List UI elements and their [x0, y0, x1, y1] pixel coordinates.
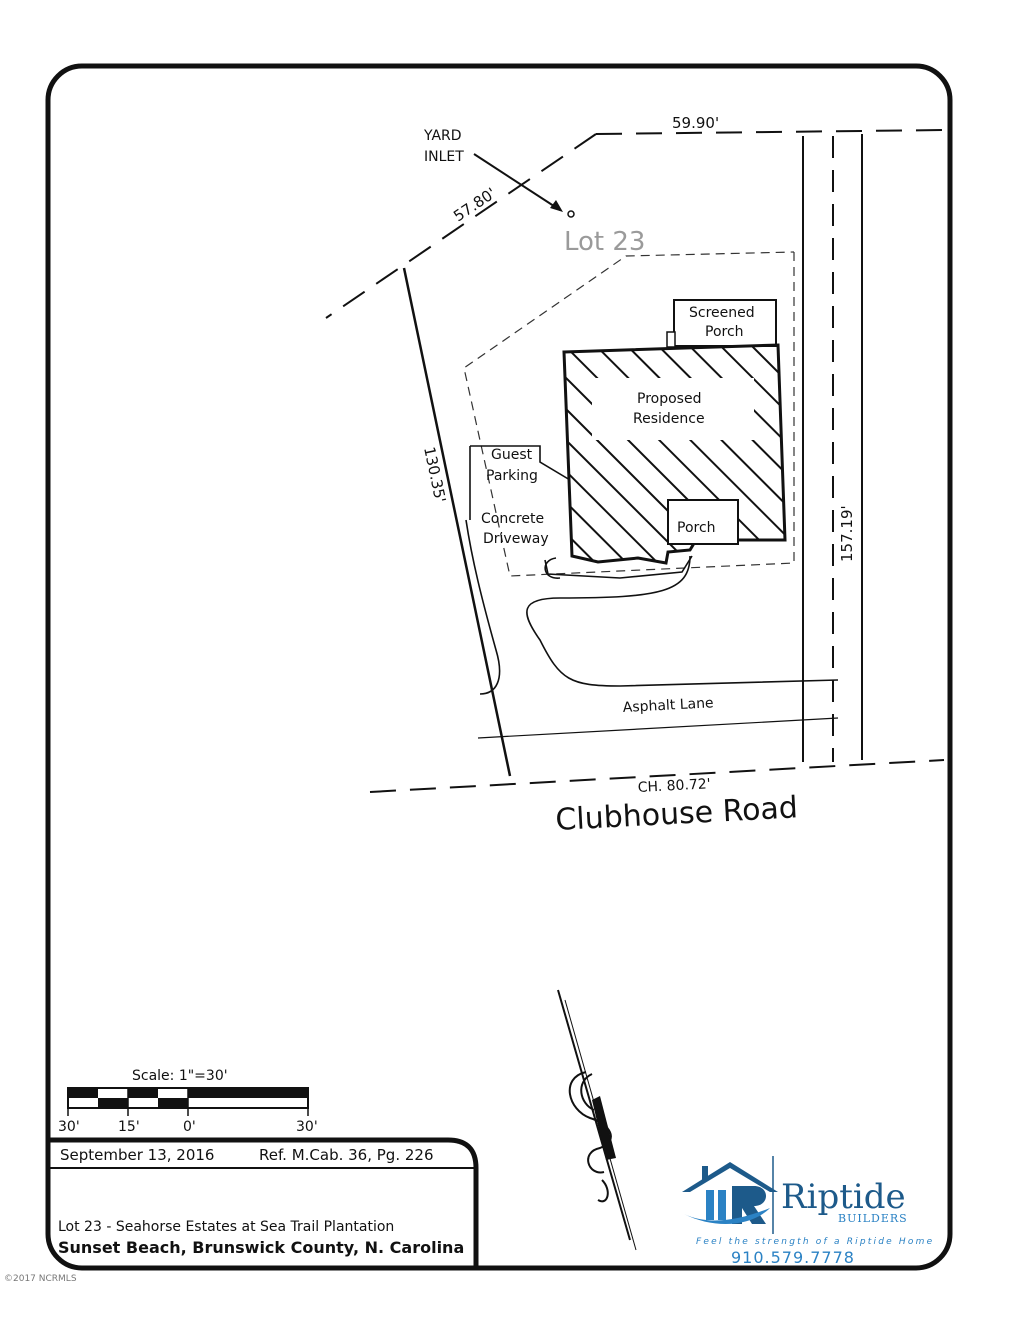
yard-inlet-marker [567, 210, 575, 218]
screened-porch [673, 299, 777, 347]
chord-dimension: CH. 80.72' [637, 776, 711, 796]
asphalt-lane-label: Asphalt Lane [622, 695, 714, 716]
north-break-symbol [557, 989, 637, 1251]
residence-label-1: Proposed [637, 391, 701, 407]
yard-inlet-label-2: INLET [424, 149, 464, 165]
proposed-residence [562, 343, 787, 565]
house-icon [682, 1162, 778, 1225]
dimension-right: 157.19' [838, 505, 856, 562]
road-name: Clubhouse Road [555, 790, 799, 838]
porch-label: Porch [677, 520, 716, 536]
copyright-notice: ©2017 NCRMLS [4, 1274, 77, 1284]
left-lot-line [402, 267, 512, 777]
title-block: September 13, 2016 Ref. M.Cab. 36, Pg. 2… [48, 1137, 479, 1268]
brand-phone: 910.579.7778 [731, 1248, 855, 1267]
sheet-border [45, 63, 953, 1271]
yard-inlet-arrow [473, 153, 561, 211]
property-lines [325, 129, 945, 793]
driveway-label-2: Driveway [483, 531, 549, 547]
driveway-outline [465, 445, 839, 695]
yard-inlet-label-1: YARD [423, 128, 462, 144]
title-reference: Ref. M.Cab. 36, Pg. 226 [259, 1146, 434, 1164]
scale-tick-15: 15' [118, 1119, 140, 1135]
brand-name: Riptide [781, 1177, 906, 1217]
brand-subtitle: BUILDERS [838, 1212, 908, 1225]
lot-label: Lot 23 [564, 227, 645, 257]
brand-tagline: Feel the strength of a Riptide Home [696, 1237, 934, 1247]
scale-tick-30-right: 30' [296, 1119, 318, 1135]
scale-label: Scale: 1"=30' [132, 1068, 228, 1084]
title-description: Lot 23 - Seahorse Estates at Sea Trail P… [58, 1219, 394, 1235]
scale-tick-30-left: 30' [58, 1119, 80, 1135]
riptide-logo: Riptide BUILDERS Feel the strength of a … [682, 1156, 934, 1267]
scale-bar: Scale: 1"=30' 30' 15' 0' 30' [58, 1068, 318, 1135]
residence-label-2: Residence [633, 411, 705, 427]
guest-parking-label-1: Guest [491, 447, 533, 463]
guest-parking-label-2: Parking [486, 468, 538, 484]
title-location: Sunset Beach, Brunswick County, N. Carol… [58, 1238, 464, 1257]
setback-line [463, 251, 795, 577]
scale-tick-0: 0' [183, 1119, 196, 1135]
screened-porch-label-2: Porch [705, 324, 744, 340]
asphalt-lane [477, 717, 839, 739]
dimension-top: 59.90' [672, 114, 719, 132]
dimension-left: 130.35' [420, 445, 449, 504]
screened-porch-label-1: Screened [689, 305, 755, 321]
title-date: September 13, 2016 [60, 1146, 214, 1164]
right-road-strip [802, 134, 863, 762]
driveway-label-1: Concrete [481, 511, 544, 527]
